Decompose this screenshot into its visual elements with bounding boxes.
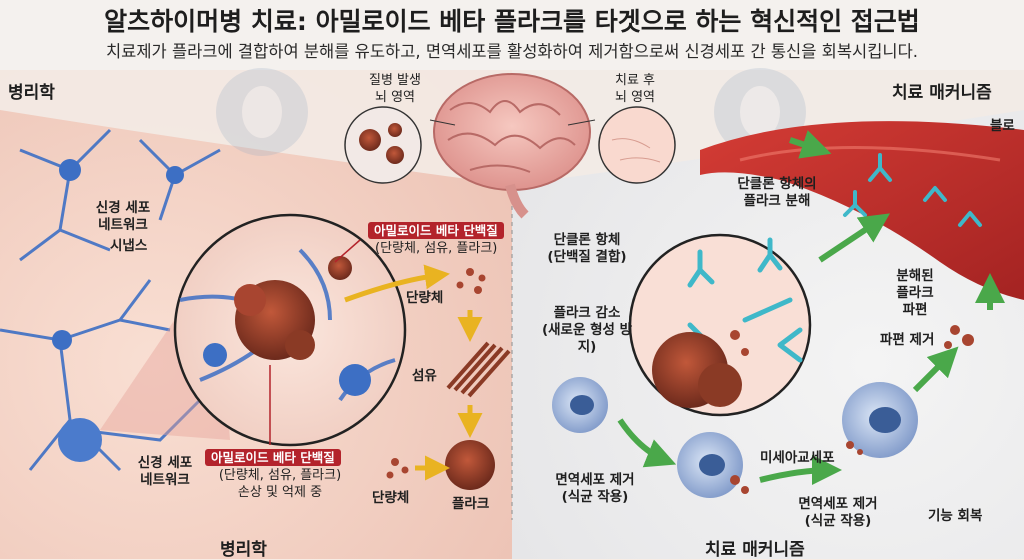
plaque-in-circle bbox=[234, 256, 352, 360]
after-area-label: 치료 후 뇌 영역 bbox=[614, 73, 655, 105]
amyloid-sub-bottom: (단량체, 섬유, 플라크) 손상 및 억제 중 bbox=[218, 468, 342, 500]
synapse-label: 시냅스 bbox=[110, 238, 148, 254]
fiber-bundle bbox=[446, 341, 511, 398]
neuron-bodies-left bbox=[52, 159, 184, 462]
immune-cell-1 bbox=[552, 377, 608, 433]
monomer-label: 단량체 bbox=[406, 290, 444, 306]
fiber-label: 섬유 bbox=[412, 368, 437, 384]
immune-cell-3 bbox=[842, 382, 918, 458]
immune-cell-2 bbox=[677, 432, 749, 498]
plaque-cluster-right bbox=[652, 330, 749, 408]
monomer-bottom-label: 단량체 bbox=[372, 490, 410, 506]
fragments-label: 분해된 플라크 파편 bbox=[896, 268, 934, 318]
plaque-label: 플라크 bbox=[452, 496, 490, 512]
page-title: 알츠하이머병 치료: 아밀로이드 베타 플라크를 타겟으로 하는 혁신적인 접근… bbox=[104, 7, 920, 36]
monomer-dots bbox=[386, 268, 486, 479]
blood-label: 블로 bbox=[990, 118, 1015, 134]
neuron-network-bottom-label: 신경 세포 네트워크 bbox=[137, 455, 193, 488]
brain-scan-left bbox=[216, 68, 308, 156]
immune-removal-label-1: 면역세포 제거 (식균 작용) bbox=[555, 472, 635, 505]
antibody-breakdown-label: 단클론 항체의 플라크 분해 bbox=[737, 176, 817, 209]
top-banner-bg bbox=[0, 0, 1024, 70]
amyloid-sub-top: (단량체, 섬유, 플라크) bbox=[375, 241, 498, 256]
amyloid-tag-bottom: 아밀로이드 베타 단백질 bbox=[205, 449, 341, 466]
immune-removal-label-2: 면역세포 제거 (식균 작용) bbox=[798, 496, 878, 529]
brain-illustration bbox=[433, 73, 591, 219]
right-header: 치료 매커니즘 bbox=[892, 83, 992, 103]
recovery-label: 기능 회복 bbox=[928, 508, 983, 524]
left-bottom-header: 병리학 bbox=[220, 540, 267, 560]
disease-area-label: 질병 발생 뇌 영역 bbox=[369, 73, 421, 105]
page-subtitle: 치료제가 플라크에 결합하여 분해를 유도하고, 면역세포를 활성화하여 제거함… bbox=[105, 42, 918, 61]
neuron-network-top-label: 신경 세포 네트워크 bbox=[95, 200, 151, 233]
microglia-label: 미세아교세포 bbox=[760, 450, 835, 466]
plaque-small bbox=[445, 440, 495, 490]
antibody-label: 단클론 항체 (단백질 결합) bbox=[547, 232, 627, 265]
fragment-removal-label: 파편 제거 bbox=[880, 332, 935, 348]
amyloid-tag-top: 아밀로이드 베타 단백질 bbox=[368, 222, 504, 239]
left-header: 병리학 bbox=[8, 83, 55, 103]
plaque-reduce-label: 플라크 감소 (새로운 형성 방지) bbox=[541, 305, 633, 355]
disease-area-inset bbox=[344, 106, 422, 184]
right-bottom-header: 치료 매커니즘 bbox=[705, 540, 805, 560]
after-area-inset bbox=[598, 106, 676, 184]
